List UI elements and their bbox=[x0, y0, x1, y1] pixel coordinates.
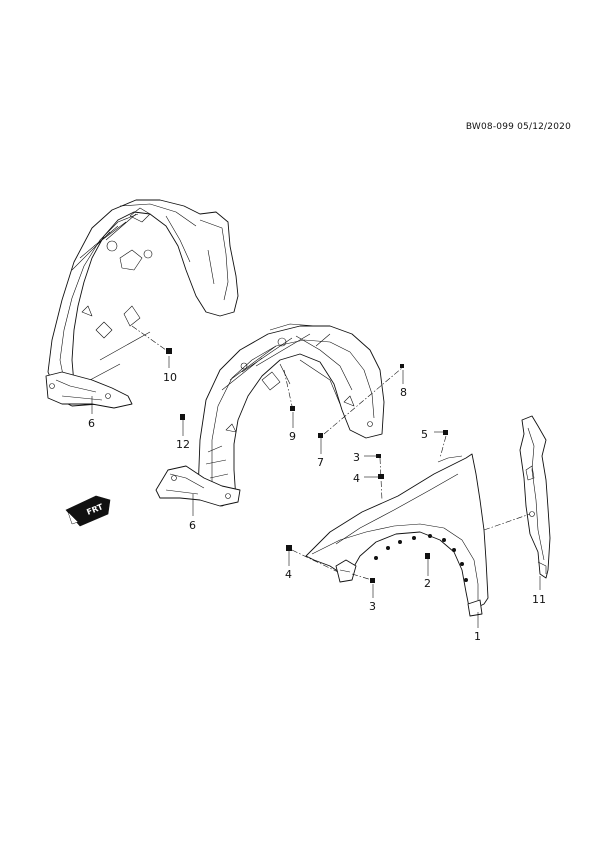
fastener-7 bbox=[318, 433, 323, 438]
front-fender bbox=[305, 453, 489, 617]
callout-9: 9 bbox=[289, 430, 296, 443]
leader-lines bbox=[91, 325, 541, 628]
callout-8: 8 bbox=[400, 386, 407, 399]
callout-3-lower: 3 bbox=[369, 600, 376, 613]
callout-12: 12 bbox=[176, 438, 190, 451]
callout-10: 10 bbox=[163, 371, 177, 384]
fastener-9 bbox=[290, 406, 295, 411]
document-code: BW08-099 05/12/2020 bbox=[465, 122, 571, 132]
callout-11: 11 bbox=[532, 593, 546, 606]
callout-1: 1 bbox=[474, 630, 481, 643]
fastener-3-upper bbox=[376, 454, 381, 458]
wheelhouse-liner-front bbox=[155, 323, 385, 507]
callout-6-rear: 6 bbox=[88, 417, 95, 430]
callout-4-upper: 4 bbox=[353, 472, 360, 485]
fastener-8 bbox=[400, 364, 404, 368]
wheelhouse-liner-rear bbox=[45, 199, 239, 409]
fastener-10 bbox=[166, 348, 172, 354]
fastener-4-upper bbox=[378, 474, 384, 479]
callout-7: 7 bbox=[317, 456, 324, 469]
fastener-2 bbox=[425, 553, 430, 559]
callout-2: 2 bbox=[424, 577, 431, 590]
callout-3-upper: 3 bbox=[353, 451, 360, 464]
fastener-12 bbox=[180, 414, 185, 420]
fastener-3-lower bbox=[370, 578, 375, 583]
fastener-5 bbox=[443, 430, 448, 435]
callout-labels: 1 2 3 3 4 4 5 6 6 7 8 9 10 11 12 bbox=[88, 371, 546, 643]
callout-6-front: 6 bbox=[189, 519, 196, 532]
front-direction-arrow: FRT bbox=[65, 495, 111, 527]
fasteners bbox=[166, 348, 448, 583]
callout-4-lower: 4 bbox=[285, 568, 292, 581]
callout-5: 5 bbox=[421, 428, 428, 441]
fastener-4-lower bbox=[286, 545, 292, 551]
fender-insulator bbox=[519, 415, 551, 579]
